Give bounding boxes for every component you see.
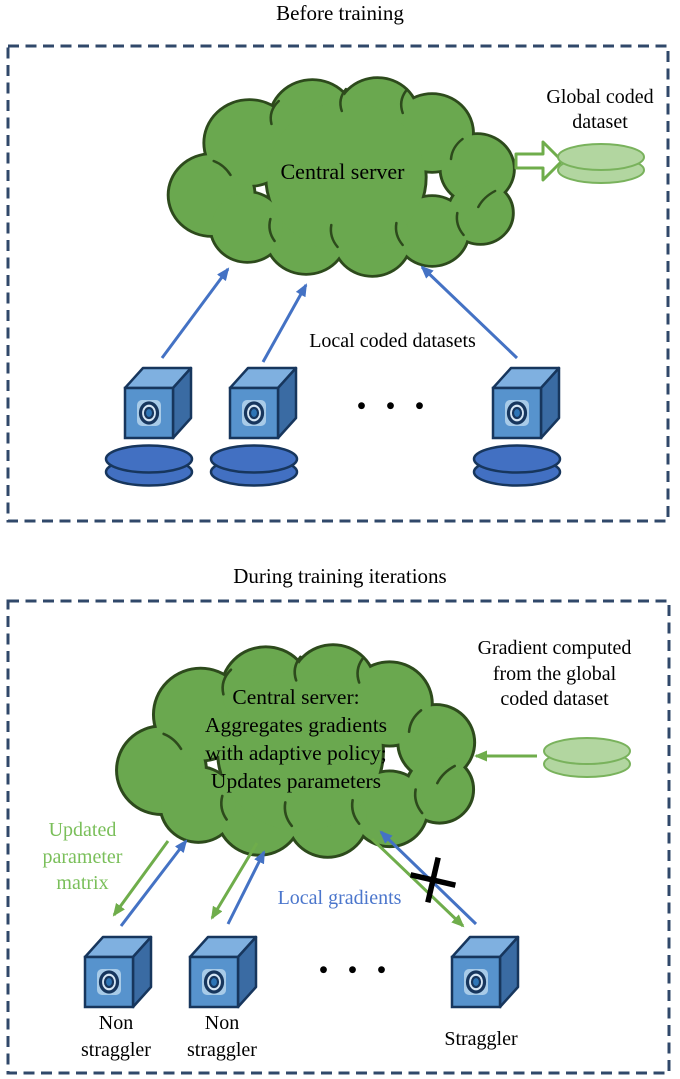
local-coded-datasets-label: Local coded datasets xyxy=(309,330,476,352)
worker-cube-icon xyxy=(228,366,298,440)
worker-cube-icon xyxy=(123,366,193,440)
local-dataset-disks-icon xyxy=(209,444,299,487)
during-panel-border xyxy=(6,599,671,1075)
before-panel-border xyxy=(6,44,670,523)
central-server-label: Central server xyxy=(280,159,405,184)
before-panel-title: Before training xyxy=(276,1,404,25)
ellipsis-before: • • • xyxy=(357,393,431,420)
non-straggler-cube-icon xyxy=(83,935,153,1009)
straggler-cube-icon xyxy=(450,935,520,1009)
global-coded-dataset-icon xyxy=(557,143,645,184)
local-dataset-disks-icon xyxy=(104,444,194,487)
ellipsis-during: • • • xyxy=(319,957,393,984)
worker-label-non-straggler-2: Non straggler xyxy=(187,1012,257,1061)
global-gradient-disks-icon xyxy=(543,737,631,778)
export-block-arrow-icon xyxy=(514,140,564,182)
central-server-training-label: Central server: Aggregates gradients wit… xyxy=(204,685,388,793)
local-dataset-disks-icon xyxy=(472,444,562,487)
gradient-source-label: Gradient computed from the global coded … xyxy=(477,637,632,710)
straggler-cross-icon xyxy=(409,856,457,904)
during-panel-title: During training iterations xyxy=(233,564,447,588)
local-dataset-upload-arrows xyxy=(160,265,519,363)
worker-label-non-straggler-1: Non straggler xyxy=(81,1012,151,1061)
updated-parameter-matrix-label: Updated parameter matrix xyxy=(42,819,123,894)
non-straggler-cube-icon xyxy=(188,935,258,1009)
local-gradients-label: Local gradients xyxy=(277,887,402,909)
global-coded-dataset-label: Global coded dataset xyxy=(546,86,654,133)
worker-label-straggler: Straggler xyxy=(444,1028,518,1050)
worker-cube-icon xyxy=(491,366,561,440)
